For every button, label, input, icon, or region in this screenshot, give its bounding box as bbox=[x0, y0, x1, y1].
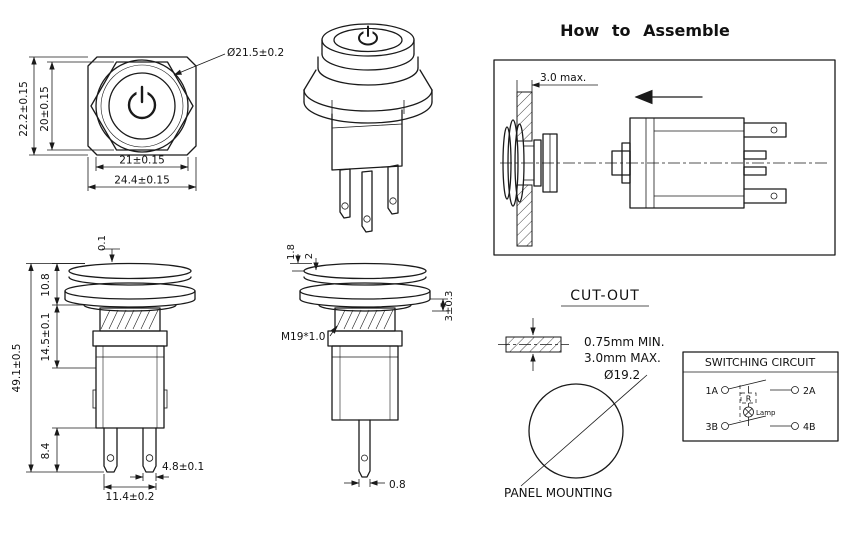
dim-bezel-height: 20±0.15 bbox=[39, 86, 51, 132]
terminal-4b-label: 4B bbox=[803, 422, 816, 433]
dim-collar: 3±0.3 bbox=[444, 291, 455, 322]
mounting-hole-circle bbox=[528, 383, 624, 479]
panel-section bbox=[516, 91, 533, 142]
panel-max-label: 3.0mm MAX. bbox=[584, 351, 661, 365]
side-view-middle: 1.8 2 3±0.3 M19*1.0 0.8 bbox=[281, 244, 455, 491]
dim-panel-thickness: 3.0 max. bbox=[540, 72, 586, 84]
dim-cap-height: 10.8 bbox=[40, 273, 52, 296]
dim-button-dia: Ø21.5±0.2 bbox=[227, 47, 284, 59]
terminal-2a-label: 2A bbox=[803, 386, 816, 397]
dim-terminal-width: 4.8±0.1 bbox=[162, 461, 204, 473]
lamp-label: Lamp bbox=[756, 409, 776, 417]
dim-inner-width: 21±0.15 bbox=[119, 155, 165, 167]
dim-terminal-length: 8.4 bbox=[40, 442, 52, 459]
dim-overall-height: 49.1±0.5 bbox=[11, 344, 23, 393]
thread-spec: M19*1.0 bbox=[281, 331, 325, 343]
panel-min-label: 0.75mm MIN. bbox=[584, 335, 665, 349]
dim-terminal-span: 11.4±0.2 bbox=[106, 491, 155, 503]
assembly-section: How to Assemble 3.0 max. bbox=[493, 21, 836, 256]
front-view: 22.2±0.15 20±0.15 21±0.15 24.4±0.15 Ø21.… bbox=[18, 47, 284, 191]
circuit-section: SWITCHING CIRCUIT 1A 2A 3B 4B R Lamp bbox=[682, 351, 839, 442]
dim-lip-a: 1.8 bbox=[286, 244, 297, 260]
assemble-heading: How to Assemble bbox=[560, 21, 730, 40]
cutout-heading: CUT-OUT bbox=[570, 288, 640, 304]
isometric-view bbox=[303, 23, 433, 233]
dim-terminal-thickness: 0.8 bbox=[389, 479, 406, 491]
side-view-left: 0.1 10.8 14.5±0.1 49.1±0.5 8.4 4.8±0.1 1… bbox=[11, 235, 204, 503]
dim-neck-height: 14.5±0.1 bbox=[40, 313, 52, 362]
terminal-3b-label: 3B bbox=[705, 422, 718, 433]
resistor-label: R bbox=[746, 395, 752, 404]
panel-mounting-label: PANEL MOUNTING bbox=[504, 486, 612, 500]
dim-square-height: 22.2±0.15 bbox=[18, 81, 30, 137]
dim-cap-lip: 0.1 bbox=[97, 235, 108, 251]
hole-dia-label: Ø19.2 bbox=[604, 368, 640, 382]
cutout-section: CUT-OUT 0.75mm MIN. 3.0mm MAX. Ø19.2 PAN… bbox=[498, 288, 665, 500]
circuit-title: SWITCHING CIRCUIT bbox=[705, 356, 816, 369]
terminal-1a-label: 1A bbox=[705, 386, 718, 397]
dim-lip-b: 2 bbox=[304, 253, 315, 259]
dim-square-width: 24.4±0.15 bbox=[114, 175, 170, 187]
